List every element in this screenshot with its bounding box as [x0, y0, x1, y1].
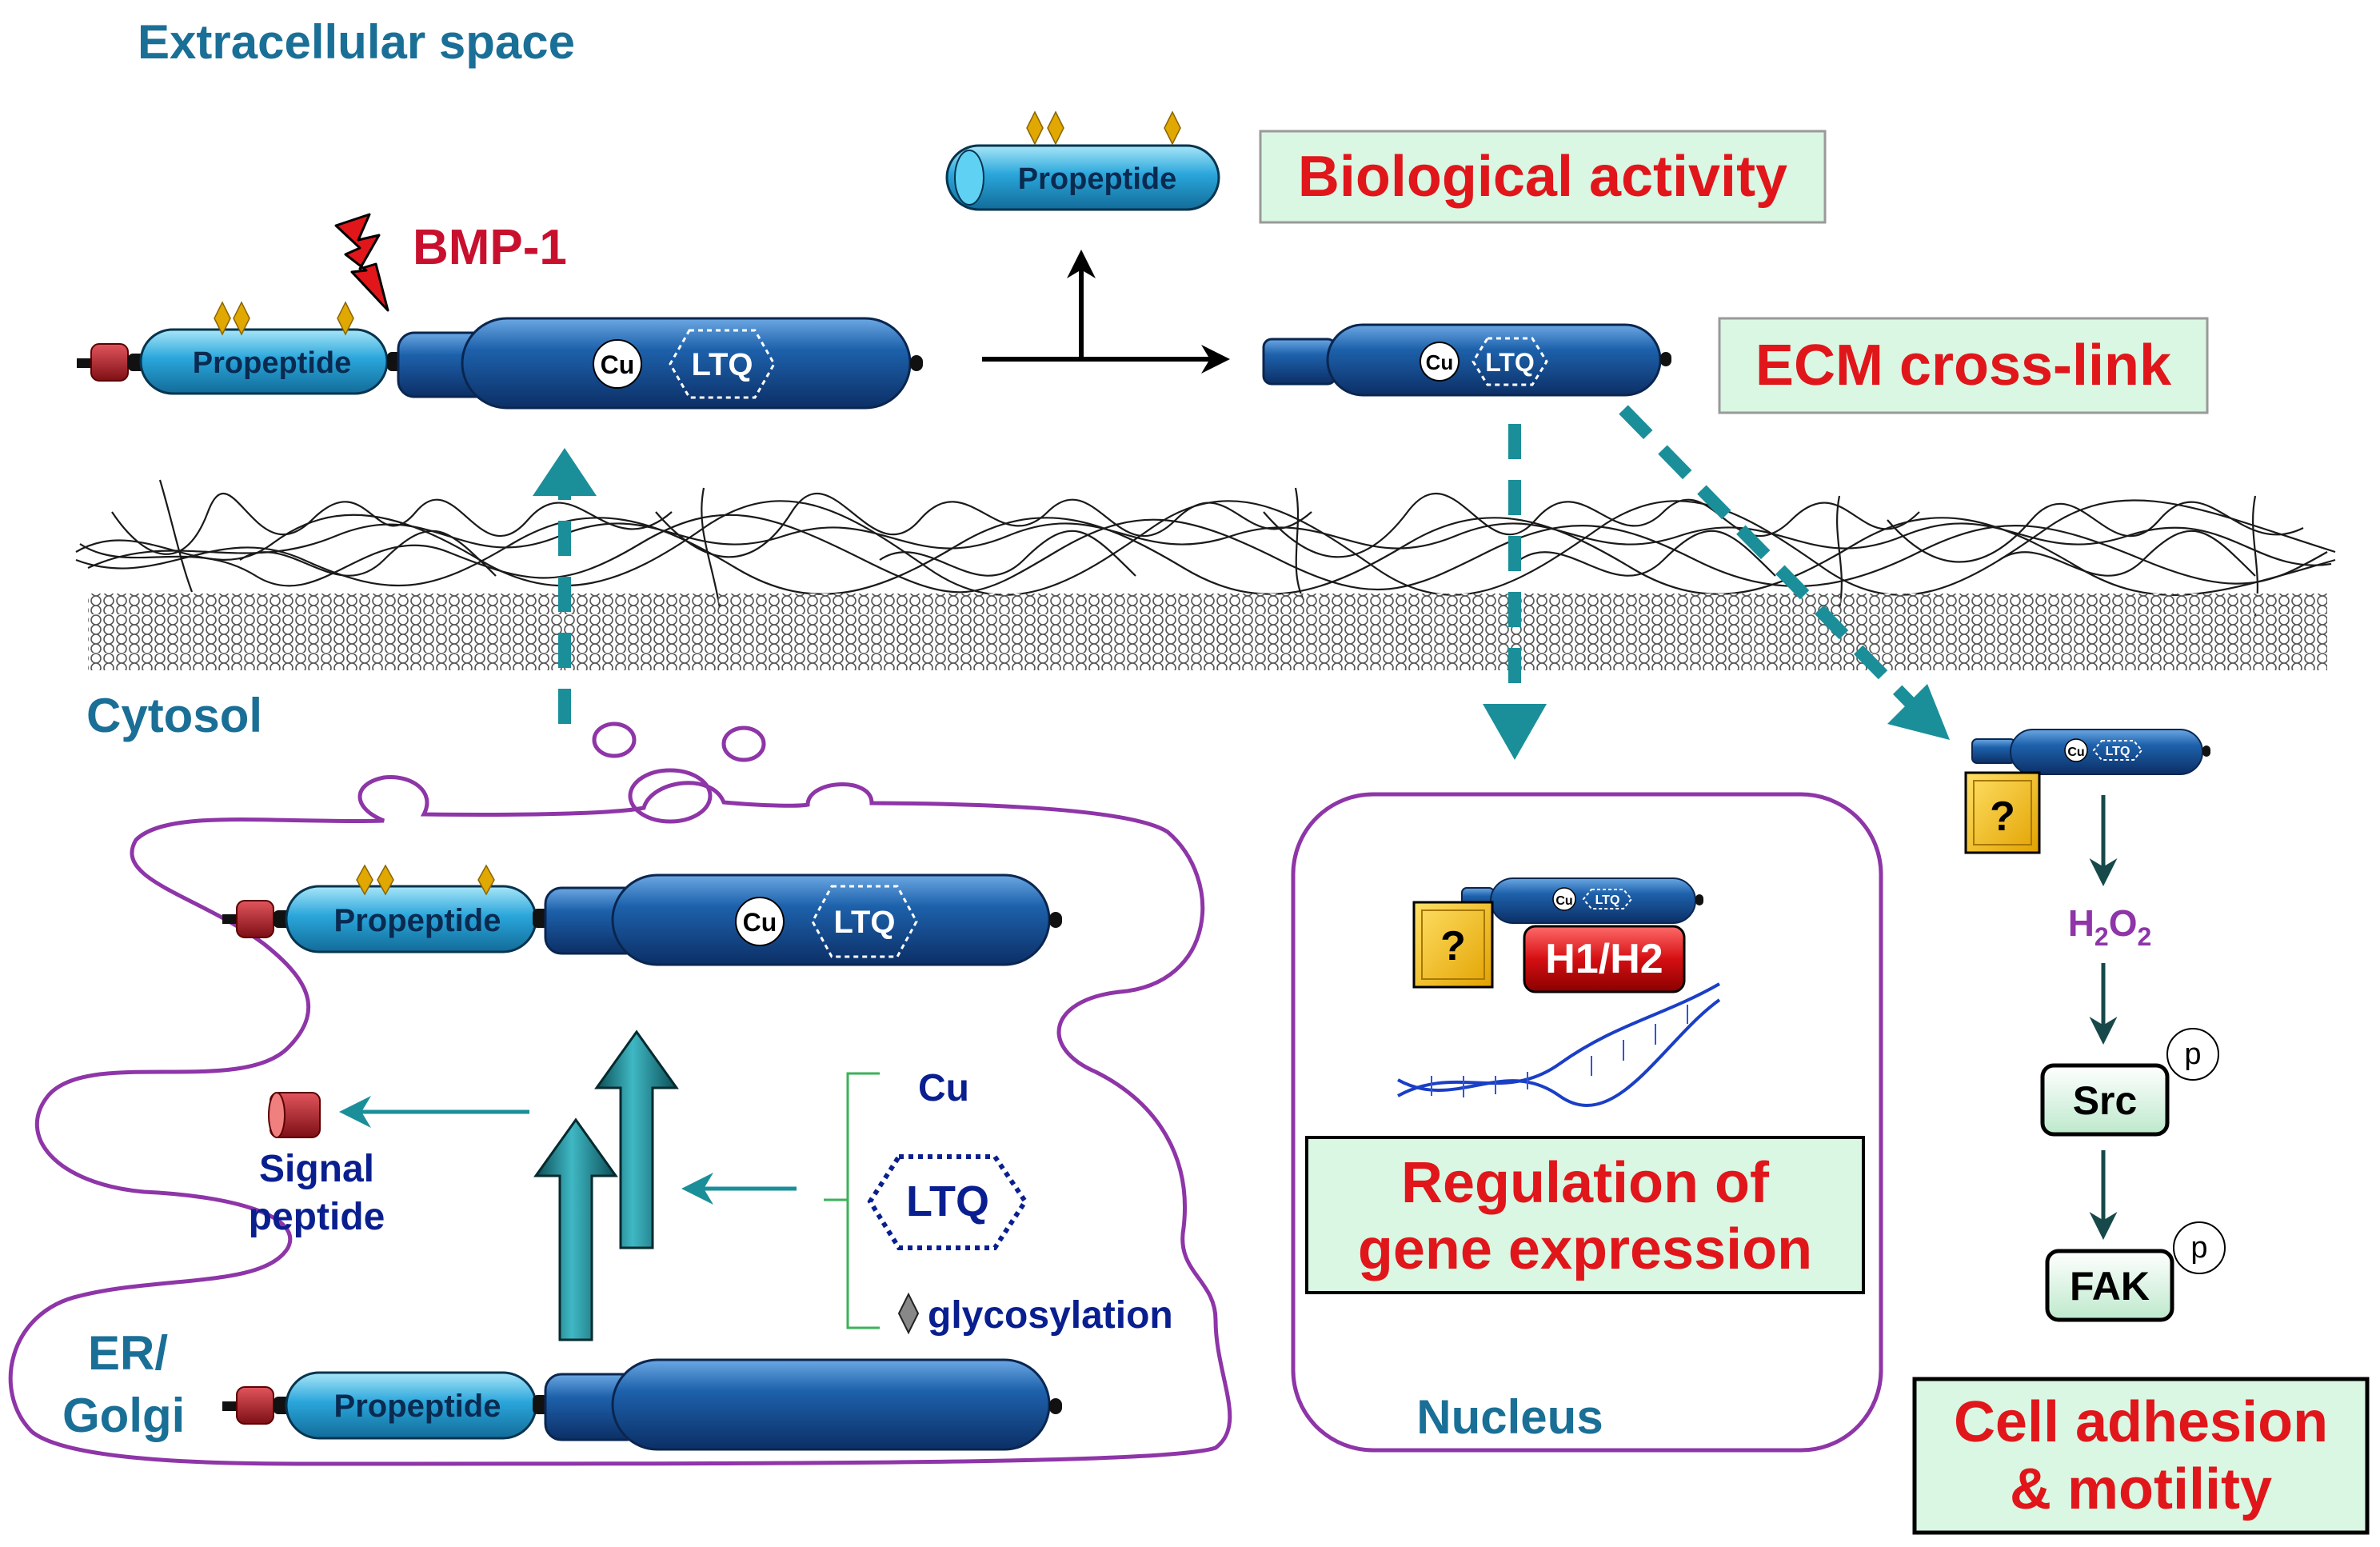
biological-activity-label: Biological activity: [1298, 145, 1787, 209]
fak-kinase: FAK p: [2045, 1221, 2226, 1322]
cofactor-cu-label: Cu: [918, 1067, 969, 1109]
er-golgi-label-line2: Golgi: [62, 1389, 185, 1442]
ecm-fibers: [75, 479, 2336, 617]
regulation-label-line1: Regulation of: [1401, 1151, 1770, 1215]
copper-label: Cu: [601, 350, 635, 379]
regulation-label-line2: gene expression: [1358, 1217, 1812, 1281]
nuclear-copper-label: Cu: [1555, 894, 1572, 908]
golgi-copper-label: Cu: [743, 908, 777, 937]
glycosylation-icon: [897, 1292, 920, 1335]
ecm-crosslink-label: ECM cross-link: [1755, 334, 2172, 398]
bmp1-label: BMP-1: [413, 220, 567, 275]
glycosylation-markers: [214, 301, 354, 336]
propeptide-label: Propeptide: [193, 346, 351, 380]
er-golgi-label-line1: ER/: [88, 1326, 168, 1380]
histone-label: H1/H2: [1545, 936, 1663, 982]
nuclear-ltq-label: LTQ: [1595, 893, 1620, 907]
ecm-crosslink-box: ECM cross-link: [1718, 317, 2209, 414]
nuclear-unknown-partner: ?: [1412, 901, 1494, 989]
extracellular-space-label: Extracellular space: [138, 15, 575, 69]
nuclear-lox-complex: Cu LTQ: [1461, 877, 1703, 924]
cofactor-bracket: [824, 1072, 880, 1329]
h2o2-label: H2O2: [2068, 902, 2152, 951]
maturation-arrows: [533, 1029, 679, 1341]
cytosolic-lox: Cu LTQ: [1971, 729, 2210, 775]
cytosolic-ltq-label: LTQ: [2106, 745, 2130, 758]
ltq-label: LTQ: [691, 347, 753, 382]
nucleus-label: Nucleus: [1416, 1390, 1603, 1444]
bmp1-lightning-icon: [334, 213, 389, 312]
pro-lox-er-nascent: Propeptide: [222, 1358, 1062, 1451]
golgi-propeptide-label: Propeptide: [334, 903, 501, 938]
biological-activity-box: Biological activity: [1259, 130, 1827, 224]
er-golgi-membrane: [8, 775, 1232, 1466]
cell-adhesion-motility-box: Cell adhesion & motility: [1912, 1377, 2370, 1535]
cofactor-ltq-label: LTQ: [906, 1177, 989, 1225]
glycosylation-label: glycosylation: [928, 1294, 1173, 1337]
cofactor-ltq-shape: [867, 1154, 1028, 1250]
src-phospho-label: p: [2184, 1037, 2201, 1071]
released-propeptide: Propeptide: [945, 110, 1220, 211]
cytosolic-unknown-label: ?: [1990, 793, 2015, 840]
fak-phospho-label: p: [2190, 1231, 2207, 1265]
cytosolic-unknown-partner: ?: [1964, 771, 2041, 854]
cell-adhesion-label-line1: Cell adhesion: [1954, 1390, 2328, 1454]
cell-membrane-bilayer: [88, 594, 2327, 670]
copper-site: [593, 339, 642, 389]
golgi-ltq-label: LTQ: [833, 905, 895, 940]
cytosolic-copper-label: Cu: [2067, 746, 2084, 759]
mature-copper-label: Cu: [1426, 350, 1454, 374]
nuclear-unknown-label: ?: [1440, 923, 1466, 969]
secretory-vesicles: [592, 722, 766, 824]
pro-lox-extracellular: Propeptide Cu LTQ: [77, 317, 923, 410]
regulation-gene-expression-box: Regulation of gene expression: [1305, 1136, 1865, 1294]
dna-helix-icon: [1397, 982, 1721, 1107]
mature-ltq-label: LTQ: [1485, 348, 1535, 377]
signal-peptide-cap: [90, 343, 129, 382]
nuclear-translocation-arrow: [1483, 424, 1547, 760]
cytosolic-translocation-arrow: [1619, 405, 1950, 740]
signal-peptide-label-line2: peptide: [249, 1196, 385, 1238]
free-signal-peptide-icon: [268, 1092, 321, 1138]
fak-label: FAK: [2070, 1264, 2150, 1309]
cytosol-label: Cytosol: [86, 689, 262, 742]
src-label: Src: [2073, 1078, 2138, 1123]
src-kinase: Src p: [2040, 1028, 2219, 1137]
er-propeptide-label: Propeptide: [334, 1389, 501, 1424]
cell-adhesion-label-line2: & motility: [2010, 1457, 2272, 1521]
signal-peptide-label-line1: Signal: [259, 1148, 374, 1190]
mature-lox-extracellular: Cu LTQ: [1262, 323, 1671, 397]
catalytic-domain: [461, 317, 912, 410]
pro-lox-golgi: Propeptide Cu LTQ: [222, 864, 1062, 966]
secretion-arrow: [533, 448, 597, 724]
ltq-cofactor: [669, 329, 776, 399]
released-propeptide-label: Propeptide: [1018, 162, 1176, 196]
nucleus-compartment: [1291, 792, 1883, 1453]
histone-h1-h2: H1/H2: [1523, 925, 1686, 993]
